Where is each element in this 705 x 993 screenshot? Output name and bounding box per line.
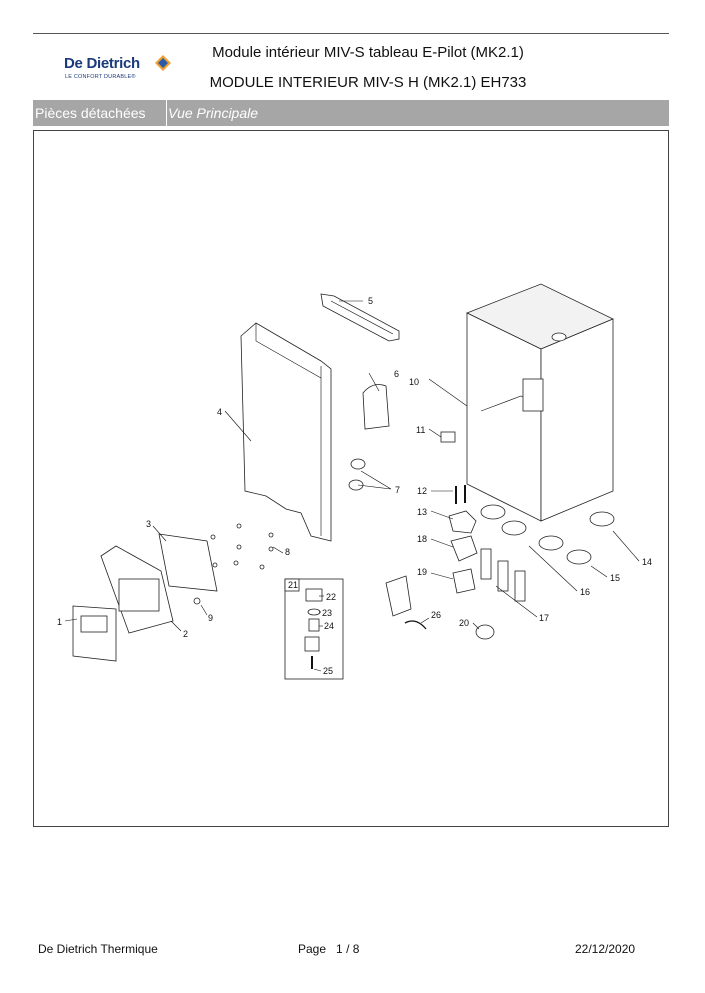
callout-12: 12	[417, 486, 427, 496]
part-19-clamp	[452, 568, 476, 594]
page-separator: /	[346, 942, 350, 956]
part-11-clip	[440, 431, 456, 443]
callout-2: 2	[183, 629, 188, 639]
page-current: 1	[336, 942, 343, 956]
callout-3: 3	[146, 519, 151, 529]
brand-logo: De Dietrich LE CONFORT DURABLE®	[64, 52, 174, 82]
callout-14: 14	[642, 557, 652, 567]
page-label: Page	[298, 942, 327, 956]
callout-18: 18	[417, 534, 427, 544]
footer-company: De Dietrich Thermique	[38, 942, 158, 956]
part-18-clamp	[450, 535, 478, 562]
callout-5: 5	[368, 296, 373, 306]
part-5-bracket	[320, 293, 400, 342]
part-3-board	[158, 533, 218, 592]
footer-date: 22/12/2020	[575, 942, 636, 956]
callout-22: 22	[326, 592, 336, 602]
leader-lines	[64, 300, 640, 672]
brand-tagline: LE CONFORT DURABLE®	[65, 74, 136, 80]
callout-26: 26	[431, 610, 441, 620]
exploded-view-diagram: 5 4 6 7 10 11 12 13 18 19 14 15 16 17 20…	[57, 283, 652, 680]
part-10-housing	[466, 283, 614, 522]
section-category: Pièces détachées	[33, 100, 167, 126]
part-4-front-cover	[240, 322, 332, 542]
part-16-gaskets	[480, 504, 564, 551]
part-13-valve-body	[448, 510, 477, 534]
document-subtitle: MODULE INTERIEUR MIV-S H (MK2.1) EH733	[209, 74, 527, 91]
part-2-frame	[100, 545, 174, 634]
section-view: Vue Principale	[168, 105, 259, 121]
callout-1: 1	[57, 617, 62, 627]
page-total: 8	[352, 942, 360, 956]
callout-7: 7	[395, 485, 400, 495]
part-26-clip	[404, 620, 427, 630]
part-14-gasket	[589, 511, 615, 527]
callout-25: 25	[323, 666, 333, 676]
callout-24: 24	[324, 621, 334, 631]
callout-4: 4	[217, 407, 222, 417]
part-7-grommets	[348, 458, 366, 491]
brand-diamond-icon	[155, 55, 171, 71]
part-17-valves	[480, 548, 526, 602]
callout-17: 17	[539, 613, 549, 623]
callout-23: 23	[322, 608, 332, 618]
callout-13: 13	[417, 507, 427, 517]
header-rule	[33, 33, 669, 34]
part-20-o-ring	[475, 624, 495, 640]
callout-16: 16	[580, 587, 590, 597]
callout-15: 15	[610, 573, 620, 583]
callout-11: 11	[416, 425, 425, 435]
section-bar: Pièces détachées Vue Principale	[33, 100, 669, 126]
part-8-screws	[210, 523, 274, 570]
footer-page: Page 1 / 8	[298, 942, 359, 956]
callout-19: 19	[417, 567, 427, 577]
part-21-inset	[284, 578, 344, 680]
exploded-view-frame: 5 4 6 7 10 11 12 13 18 19 14 15 16 17 20…	[33, 130, 669, 827]
callout-20: 20	[459, 618, 469, 628]
callout-21: 21	[288, 580, 298, 590]
part-6-cover	[362, 384, 390, 430]
document-title: Module intérieur MIV-S tableau E-Pilot (…	[212, 44, 524, 61]
part-15-gasket	[566, 549, 592, 565]
part-12-screws	[455, 485, 466, 504]
part-1-display	[72, 605, 117, 662]
callout-6: 6	[394, 369, 399, 379]
callout-9: 9	[208, 613, 213, 623]
callout-10: 10	[409, 377, 419, 387]
brand-name: De Dietrich	[64, 55, 140, 72]
part-9-screw	[193, 597, 201, 605]
part-21-valve	[385, 575, 412, 617]
callout-8: 8	[285, 547, 290, 557]
